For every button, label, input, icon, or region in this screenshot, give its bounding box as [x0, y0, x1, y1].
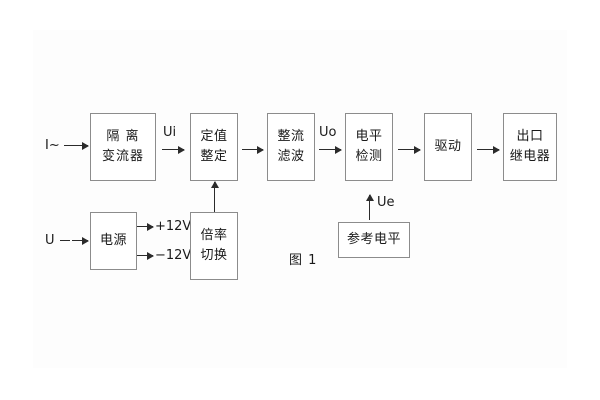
arrow-rectify-filter-to-level-detect: [319, 145, 342, 154]
arrow-voltage-input-to-power-supply: [72, 236, 89, 245]
voltage-input-label: U: [45, 233, 55, 248]
block-isolation-ct-line2: 变流器: [101, 149, 144, 164]
rail-positive-label: +12V: [155, 219, 192, 234]
block-reference-level-line1: 参考电平: [346, 231, 401, 247]
arrow-drive-to-output-relay: [477, 145, 500, 154]
arrow-power-supply-rail-positive: [137, 222, 154, 231]
block-multiplier-switch-line1: 倍率: [200, 227, 228, 243]
arrow-level-detect-to-drive: [398, 145, 421, 154]
block-rectify-filter-line1: 整流: [277, 128, 305, 144]
rail-negative-label: −12V: [155, 248, 192, 263]
block-multiplier-switch-line2: 切换: [200, 248, 228, 263]
block-rectify-filter-line2: 滤波: [277, 149, 305, 164]
figure-panel-background: [33, 30, 567, 368]
block-multiplier-switch: 倍率 切换: [190, 212, 238, 280]
block-level-detect: 电平 检测: [345, 113, 393, 181]
arrow-isolation-ct-to-setting-value: [162, 145, 185, 154]
block-output-relay-line1: 出口: [516, 128, 544, 144]
block-power-supply-line1: 电源: [99, 232, 127, 248]
block-setting-value-line2: 整定: [200, 149, 228, 164]
arrow-power-supply-rail-negative: [137, 251, 154, 260]
arrow-current-input-to-isolation-ct: [64, 141, 89, 150]
block-drive: 驱动: [424, 113, 472, 181]
ue-signal-label: Ue: [377, 195, 395, 210]
block-level-detect-line1: 电平: [355, 128, 383, 144]
block-output-relay: 出口 继电器: [503, 113, 557, 181]
block-drive-line1: 驱动: [434, 138, 462, 154]
block-level-detect-line2: 检测: [355, 149, 383, 164]
figure-caption: 图 1: [289, 253, 318, 268]
block-reference-level: 参考电平: [338, 222, 410, 258]
ui-signal-label: Ui: [163, 125, 177, 140]
arrow-reference-level-to-level-detect: [365, 194, 374, 220]
block-power-supply: 电源: [90, 212, 137, 270]
block-isolation-ct: 隔 离 变流器: [90, 113, 156, 181]
block-output-relay-line2: 继电器: [509, 149, 551, 164]
current-input-label: I~: [45, 138, 60, 153]
uo-signal-label: Uo: [319, 125, 337, 140]
block-setting-value-line1: 定值: [200, 128, 228, 144]
block-setting-value: 定值 整定: [190, 113, 238, 181]
arrow-multiplier-switch-to-setting-value: [210, 181, 219, 212]
arrow-setting-value-to-rectify-filter: [242, 145, 264, 154]
block-rectify-filter: 整流 滤波: [267, 113, 315, 181]
block-isolation-ct-line1: 隔 离: [106, 128, 140, 144]
line-voltage-input-segment: [60, 240, 70, 241]
